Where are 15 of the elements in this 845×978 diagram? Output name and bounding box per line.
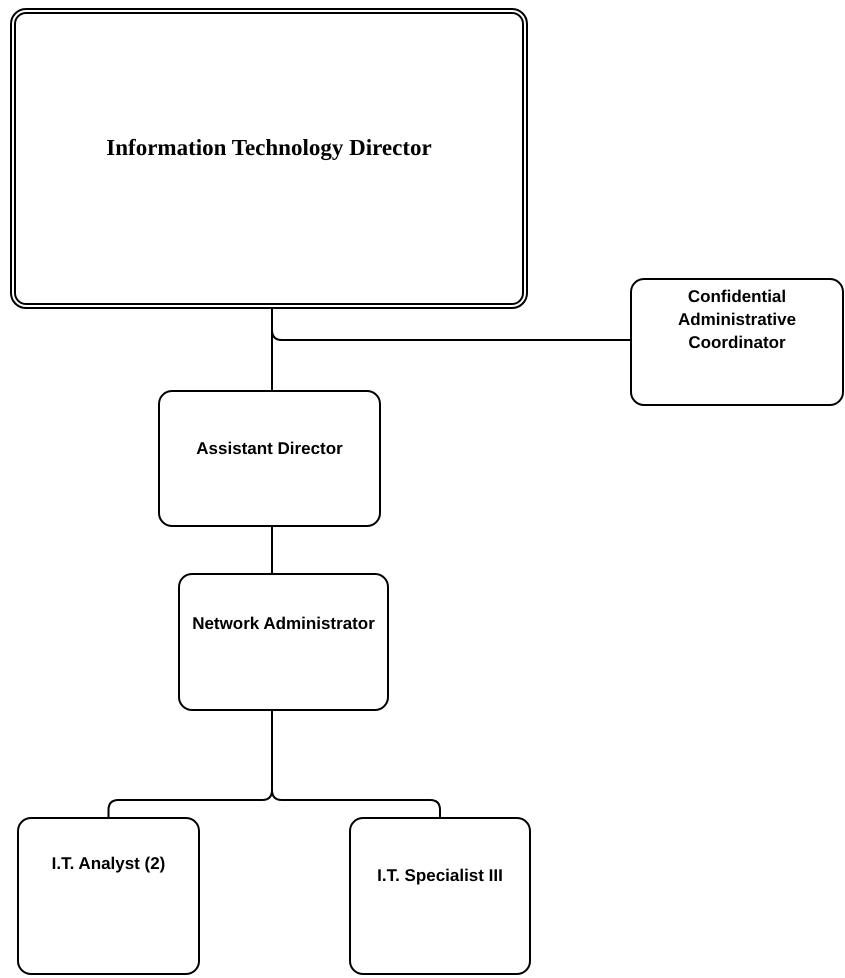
position-box [349,817,531,975]
position-title: Network Administrator [192,613,375,635]
position-title: I.T. Analyst (2) [52,853,166,875]
connector-line [271,527,273,573]
position-box [178,573,389,711]
position-title: Confidential Administrative Coordinator [676,286,798,354]
connector-line [271,711,441,817]
position-title: Information Technology Director [106,134,432,162]
position-box [17,817,200,975]
position-box [158,390,381,527]
position-title: I.T. Specialist III [377,865,503,887]
position-box [630,278,844,406]
title-box [10,8,528,309]
position-title: Assistant Director [196,438,343,460]
connector-line [271,309,273,390]
